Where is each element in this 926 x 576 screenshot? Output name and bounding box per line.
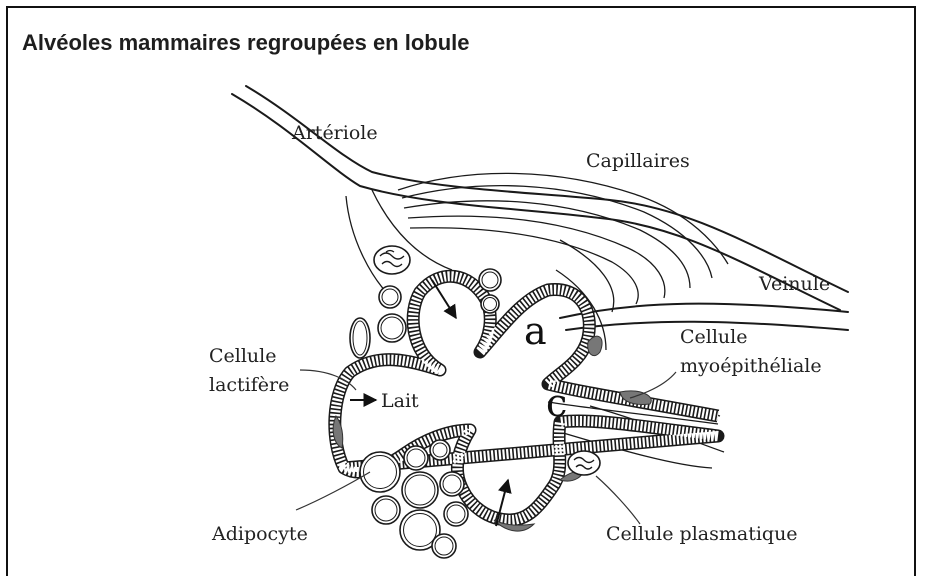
label-cellule-plasmatique: Cellule plasmatique <box>606 523 798 545</box>
arteriole-vessel <box>232 86 848 310</box>
label-arteriole: Artériole <box>291 122 378 144</box>
label-lumen-a: a <box>524 309 547 353</box>
label-lactifere-line1: Cellule <box>209 345 277 367</box>
label-capillaires: Capillaires <box>586 150 690 172</box>
label-lait: Lait <box>381 390 419 412</box>
flow-arrow-upper <box>432 280 456 318</box>
label-adipocyte: Adipocyte <box>211 523 308 545</box>
label-lactifere-line2: lactifère <box>209 374 289 396</box>
label-myoepithelial-line2: myoépithéliale <box>680 355 822 377</box>
label-myoepithelial-line1: Cellule <box>680 326 748 348</box>
label-veinule: Veinule <box>758 273 830 295</box>
label-lumen-c: c <box>546 381 567 425</box>
